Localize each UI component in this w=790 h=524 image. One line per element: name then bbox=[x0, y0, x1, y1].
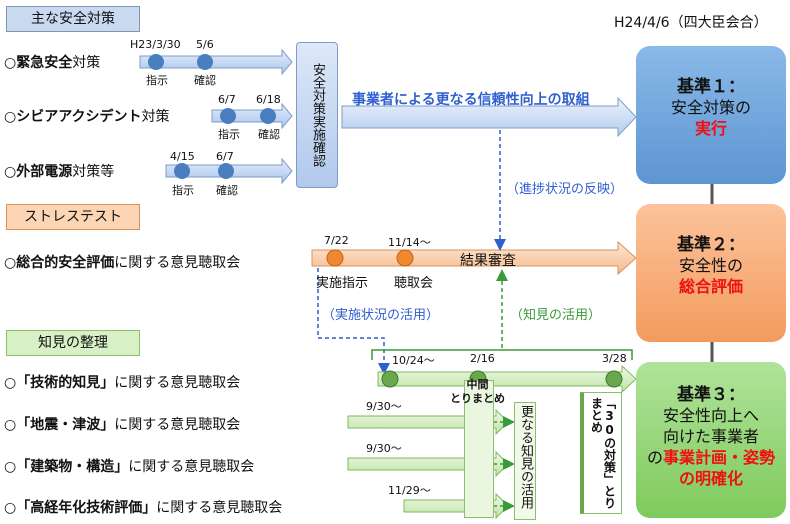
safety-confirm-text: 安全対策実施確認 bbox=[310, 63, 325, 167]
header-knowledge: 知見の整理 bbox=[6, 330, 140, 356]
date-328: 3/28 bbox=[602, 352, 627, 365]
standard-3-line3: の事業計画・姿勢の明確化 bbox=[646, 448, 776, 488]
standard-3-box: 基準３： 安全性向上へ 向けた事業者 の事業計画・姿勢の明確化 bbox=[636, 362, 786, 518]
measure1-date2: 5/6 bbox=[196, 38, 214, 51]
knowledge-label-2: ○「地震・津波」に関する意見聴取会 bbox=[4, 417, 241, 433]
knowledge-use-text: （知見の活用） bbox=[510, 308, 602, 323]
dot-stress-2 bbox=[396, 249, 414, 267]
standard-2-title: 基準２： bbox=[677, 235, 745, 255]
safety-confirm-box: 安全対策実施確認 bbox=[296, 42, 338, 188]
dot-instruct-2 bbox=[220, 108, 236, 124]
standard-1-box: 基準１： 安全対策の 実行 bbox=[636, 46, 786, 184]
implement-use-text: （実施状況の活用） bbox=[322, 308, 440, 323]
measure-label-1: ○緊急安全対策 bbox=[4, 55, 101, 71]
stress-l2: 聴取会 bbox=[394, 276, 434, 291]
measure3-date2: 6/7 bbox=[216, 150, 234, 163]
measure1-l1: 指示 bbox=[146, 74, 168, 87]
knowledge-date-2: 9/30～ bbox=[366, 400, 402, 413]
measure2-date2: 6/18 bbox=[256, 93, 281, 106]
measures30-box: 「30の対策」とりまとめ bbox=[580, 392, 622, 514]
implement-dashed-arrow bbox=[317, 268, 390, 375]
interim-text: 中間 とりまとめ bbox=[450, 378, 505, 405]
knowledge-arrow-1 bbox=[377, 364, 637, 394]
dot-confirm-3 bbox=[218, 163, 234, 179]
header-main-measures: 主な安全対策 bbox=[6, 6, 140, 32]
stress-result: 結果審査 bbox=[460, 253, 516, 269]
standard-2-red: 総合評価 bbox=[678, 277, 743, 296]
stress-label: ○総合的安全評価に関する意見聴取会 bbox=[4, 255, 241, 271]
dot-stress-1 bbox=[326, 249, 344, 267]
measure-label-3: ○外部電源対策等 bbox=[4, 164, 115, 180]
standard-1-red: 実行 bbox=[694, 119, 727, 138]
measure2-l2: 確認 bbox=[258, 128, 280, 141]
operator-arrow-text: 事業者による更なる信頼性向上の取組 bbox=[352, 92, 590, 108]
operator-arrow bbox=[341, 96, 637, 138]
measure3-l1: 指示 bbox=[172, 184, 194, 197]
standard-3-line1: 安全性向上へ bbox=[662, 406, 759, 425]
measure3-date1: 4/15 bbox=[170, 150, 195, 163]
stress-date2: 11/14～ bbox=[388, 236, 431, 249]
meeting-date: H24/4/6（四大臣会合） bbox=[614, 15, 768, 31]
knowledge-date-1: 10/24～ bbox=[392, 354, 435, 367]
standard-2-box: 基準２： 安全性の 総合評価 bbox=[636, 204, 786, 342]
date-216: 2/16 bbox=[470, 352, 495, 365]
measure-label-2: ○シビアアクシデント対策 bbox=[4, 109, 170, 125]
knowledge-date-3: 9/30～ bbox=[366, 442, 402, 455]
knowledge-label-1: ○「技術的知見」に関する意見聴取会 bbox=[4, 375, 241, 391]
measure-arrow-2 bbox=[211, 102, 293, 130]
measure2-l1: 指示 bbox=[218, 128, 240, 141]
measure1-date1: H23/3/30 bbox=[130, 38, 181, 51]
further-use-text: 更なる知見の活用 bbox=[518, 405, 533, 509]
stress-date1: 7/22 bbox=[324, 234, 349, 247]
stress-l1: 実施指示 bbox=[316, 276, 369, 291]
measure2-date1: 6/7 bbox=[218, 93, 236, 106]
dot-instruct-1 bbox=[148, 54, 164, 70]
dot-confirm-2 bbox=[260, 108, 276, 124]
header-stress-test: ストレステスト bbox=[6, 204, 140, 230]
knowledge-bracket bbox=[371, 349, 633, 360]
further-use-box: 更なる知見の活用 bbox=[514, 402, 536, 520]
knowledge-label-4: ○「高経年化技術評価」に関する意見聴取会 bbox=[4, 500, 283, 516]
standard-3-line2: 向けた事業者 bbox=[662, 427, 759, 446]
dot-confirm-1 bbox=[197, 54, 213, 70]
interim-box bbox=[464, 380, 494, 518]
knowledge-date-4: 11/29～ bbox=[388, 484, 431, 497]
standard-3-title: 基準３： bbox=[677, 385, 745, 405]
stress-arrow bbox=[311, 240, 637, 276]
knowledge-label-3: ○「建築物・構造」に関する意見聴取会 bbox=[4, 459, 255, 475]
standard-1-line1: 安全対策の bbox=[670, 98, 751, 117]
standard-1-title: 基準１： bbox=[677, 77, 745, 97]
measure-arrow-3 bbox=[165, 157, 293, 185]
measure-arrow-1 bbox=[139, 48, 293, 76]
progress-reflect-text: （進捗状況の反映） bbox=[506, 182, 624, 197]
measure3-l2: 確認 bbox=[216, 184, 238, 197]
measures30-text: 「30の対策」とりまとめ bbox=[589, 397, 617, 509]
measure1-l2: 確認 bbox=[194, 74, 216, 87]
standard-2-line1: 安全性の bbox=[678, 256, 743, 275]
dot-instruct-3 bbox=[174, 163, 190, 179]
